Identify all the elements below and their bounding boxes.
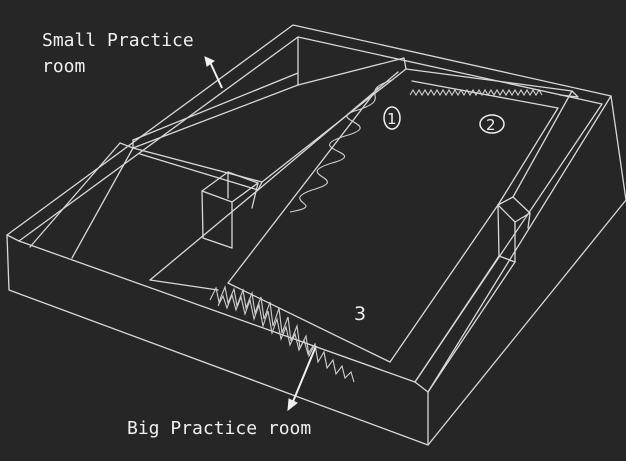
left-corridor-wall [29, 142, 121, 248]
scribble-zone-2 [409, 88, 543, 97]
marker-1: 1 [387, 110, 397, 128]
right-room-back-2 [411, 80, 559, 109]
right-wall-stub-inner [527, 212, 531, 229]
small-room-divider-face [119, 84, 299, 149]
center-strip-floor [149, 189, 259, 281]
marker-3: 3 [354, 303, 366, 325]
big-room-arrowhead-icon [287, 398, 298, 412]
marker-2: 2 [486, 116, 496, 134]
right-room-side [512, 90, 573, 198]
big-room-divider [149, 279, 219, 291]
right-corridor-a [427, 261, 516, 393]
small-box-side [201, 190, 233, 249]
center-strip-left [297, 57, 407, 86]
right-corridor-c [389, 204, 499, 363]
front-corner-top [414, 381, 429, 393]
right-corridor-b [414, 255, 500, 383]
central-wall-top [132, 147, 263, 191]
right-room-side-b [497, 107, 559, 206]
marker-2-circle-icon [479, 114, 505, 134]
right-wall-stub-face [497, 204, 516, 263]
big-room-arrow-icon [291, 345, 317, 405]
scribble-zone-1 [289, 79, 393, 213]
outer-wall-top [6, 24, 612, 236]
left-corridor-wall-b [71, 147, 134, 259]
small-box-inner-b [251, 182, 259, 209]
big-room-floor-edge [227, 282, 391, 363]
outer-wall-left-inner [6, 36, 603, 242]
small-practice-room-label: Small Practice room [42, 28, 194, 80]
small-room-arrow-icon [209, 61, 223, 89]
outer-wall-right-top [427, 95, 612, 393]
scribble-zone-3-b [217, 293, 314, 356]
small-room-label-line2: room [42, 56, 86, 77]
small-room-arrowhead-icon [204, 56, 216, 67]
big-practice-room-label: Big Practice room [127, 418, 312, 439]
small-room-label-line1: Small Practice [42, 30, 194, 51]
scribble-zone-3 [209, 285, 355, 383]
center-strip-floor-b [227, 87, 379, 284]
marker-1-circle-icon [383, 106, 401, 130]
